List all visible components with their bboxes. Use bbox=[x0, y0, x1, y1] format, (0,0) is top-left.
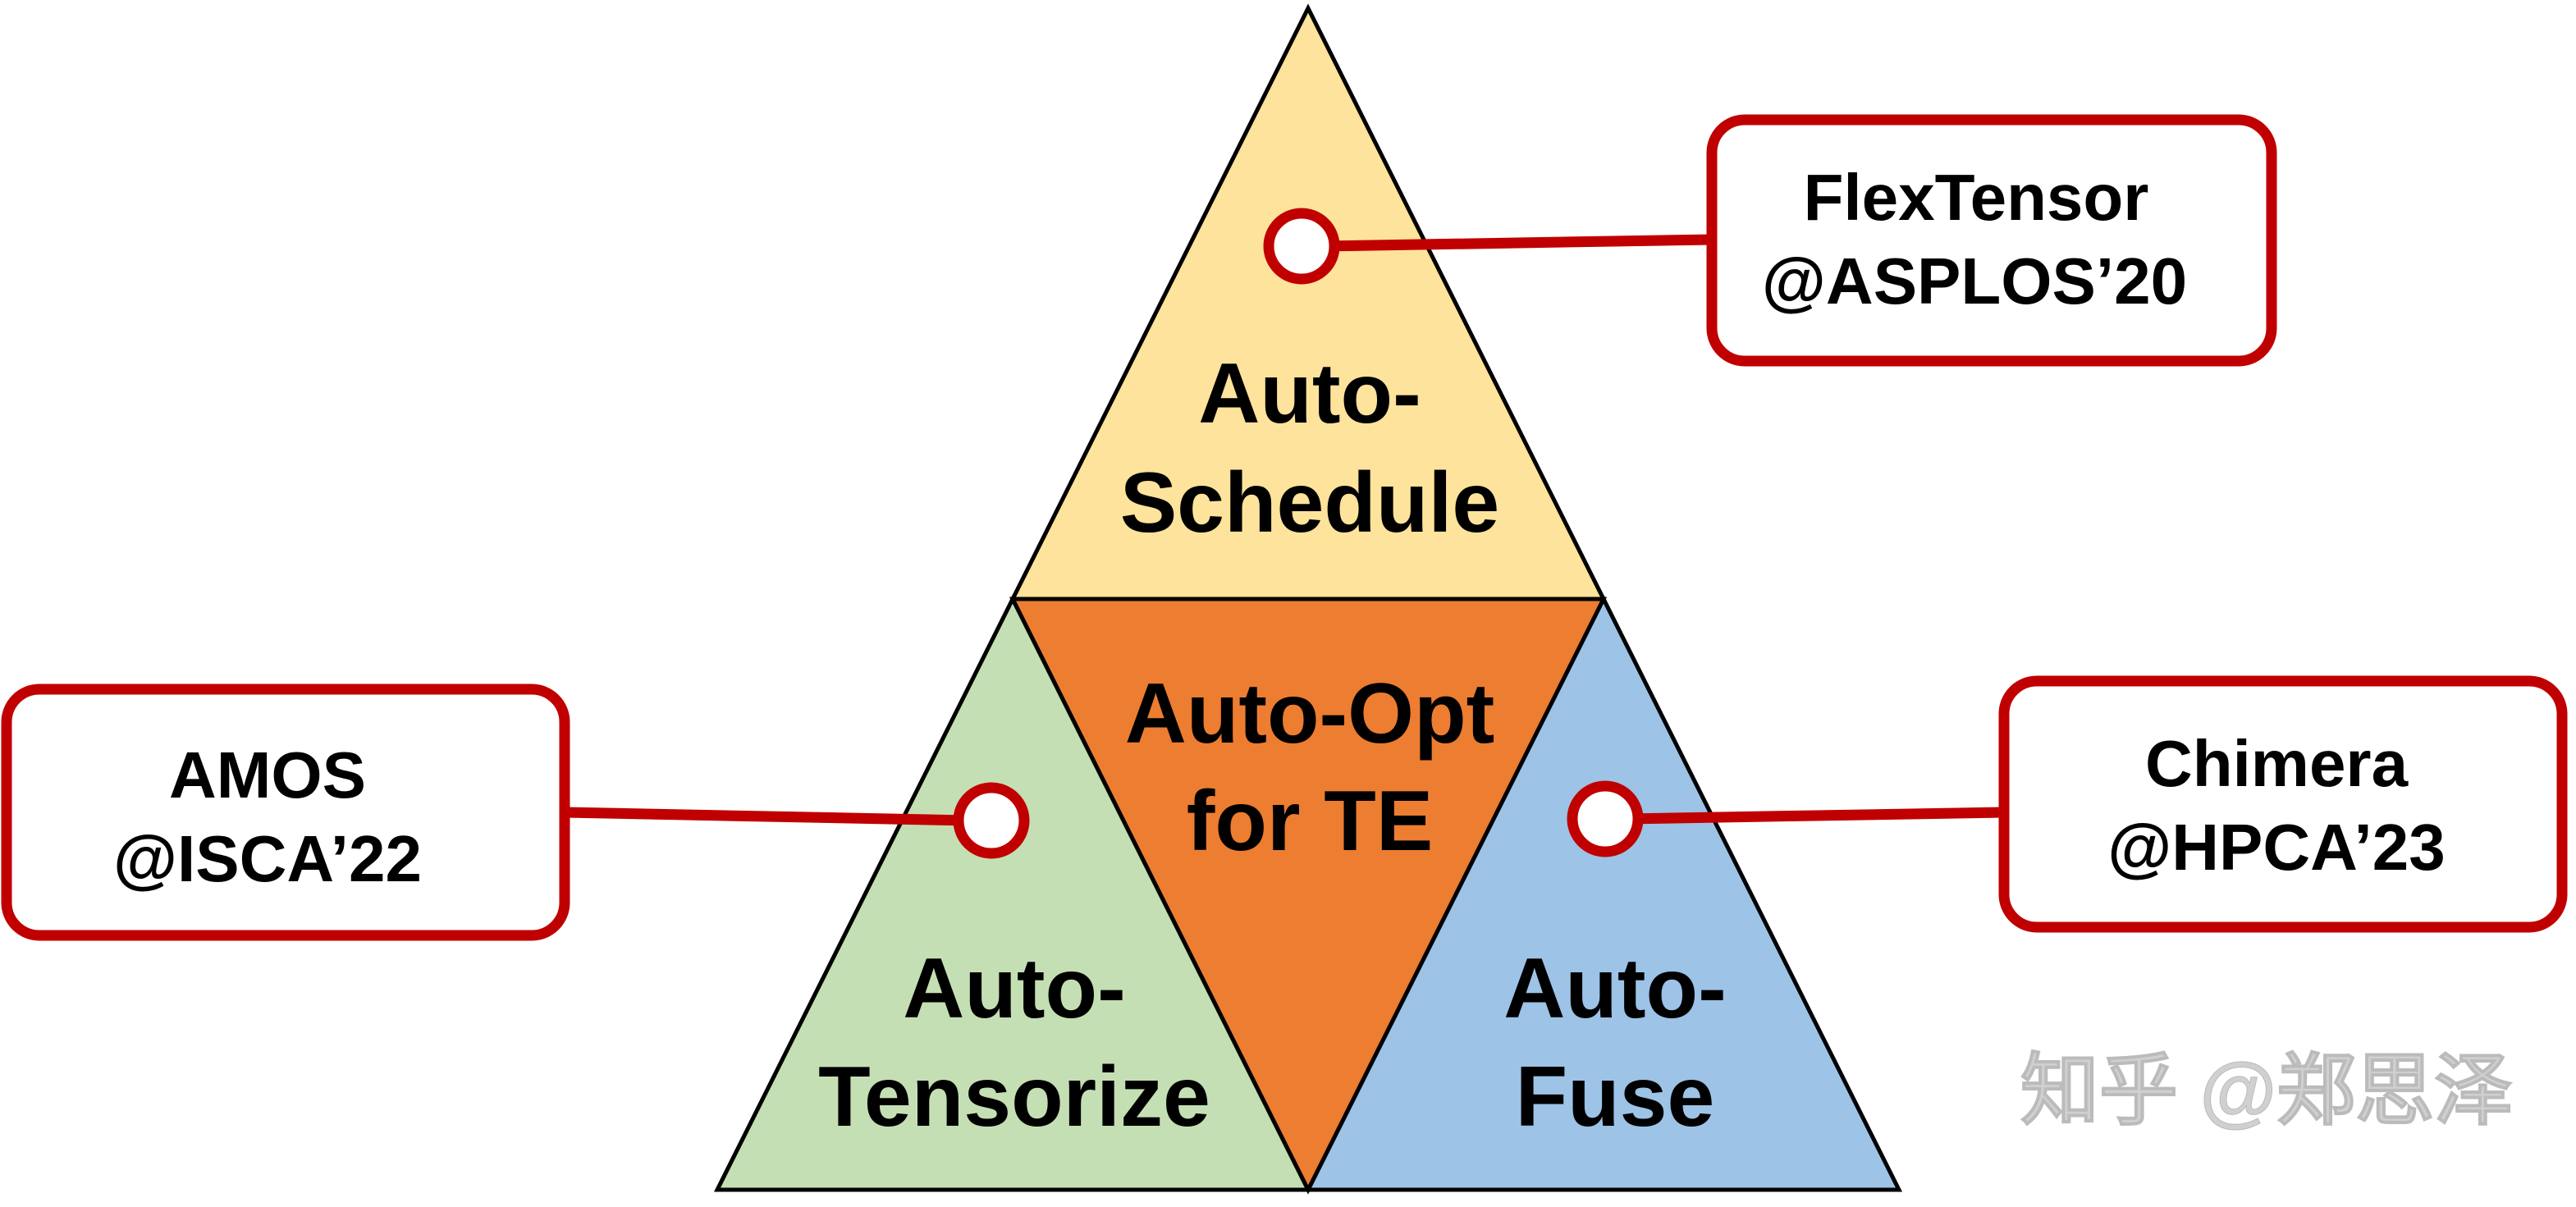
callout-box-flextensor bbox=[1706, 114, 2277, 367]
auto-tensorize-label-line1: Auto- bbox=[903, 941, 1125, 1036]
auto-fuse-label-line2: Fuse bbox=[1516, 1049, 1715, 1145]
auto-schedule-label-line2: Schedule bbox=[1120, 455, 1499, 551]
watermark-text: 知乎 @郑思泽 bbox=[2020, 1047, 2513, 1135]
callout-box-chimera bbox=[1998, 675, 2568, 933]
flextensor-label: FlexTensor bbox=[1804, 161, 2149, 234]
auto-opt-label-line1: Auto-Opt bbox=[1125, 666, 1494, 761]
connector-line-flextensor bbox=[1322, 234, 1713, 252]
connector-line-chimera bbox=[1626, 807, 2005, 825]
connector-dot-auto-schedule bbox=[1263, 208, 1340, 285]
connector-dot-auto-tensorize bbox=[953, 782, 1030, 859]
callout-box-amos bbox=[1, 684, 570, 941]
auto-schedule-label-line1: Auto- bbox=[1198, 346, 1421, 441]
chimera-venue: @HPCA’23 bbox=[2107, 811, 2445, 884]
flextensor-venue: @ASPLOS’20 bbox=[1762, 245, 2187, 318]
connector-line-amos bbox=[564, 807, 971, 826]
amos-venue: @ISCA’22 bbox=[113, 822, 422, 895]
auto-tensorize-label-line2: Tensorize bbox=[818, 1049, 1210, 1145]
auto-fuse-label-line1: Auto- bbox=[1503, 941, 1726, 1036]
chimera-label: Chimera bbox=[2145, 727, 2409, 800]
connector-dot-auto-fuse bbox=[1567, 780, 1644, 857]
auto-opt-label-line2: for TE bbox=[1187, 774, 1433, 869]
amos-label: AMOS bbox=[169, 738, 366, 812]
triangle-auto-opt-center bbox=[1009, 597, 1608, 1195]
